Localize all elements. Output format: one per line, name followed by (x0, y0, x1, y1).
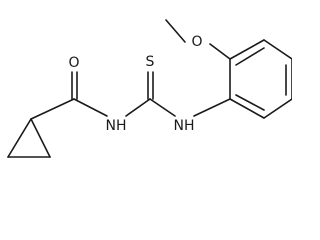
bond-benzene-methoxy-o (209, 43, 231, 60)
bond-methoxy-methyl (165, 19, 186, 43)
bond-benzene-5 (263, 98, 292, 119)
bond-nh-benzene (193, 98, 231, 117)
amide-nitrogen-label: NH (106, 118, 127, 134)
bond-cyclopropyl-carbonyl (30, 98, 75, 120)
aryl-nitrogen-label: NH (174, 118, 195, 134)
methoxy-oxygen-label: O (191, 34, 202, 50)
bond-carbonyl-nh (73, 98, 108, 117)
bond-cyclopropane-3 (30, 118, 51, 158)
carbonyl-oxygen-label: O (68, 55, 79, 71)
bond-thiocarbonyl-aryl-nh (149, 98, 176, 117)
bond-benzene-inner-1 (235, 47, 265, 66)
bond-benzene-2 (229, 39, 265, 60)
bond-benzene-3 (263, 39, 292, 60)
bond-benzene-6 (229, 98, 265, 119)
bond-cyclopropane-2 (7, 118, 32, 158)
chemical-structure-diagram: O S O NH NH (7, 19, 292, 158)
bond-nh-thiocarbonyl (125, 98, 151, 117)
thio-sulfur-label: S (146, 54, 155, 70)
bond-benzene-inner-3 (235, 94, 265, 111)
